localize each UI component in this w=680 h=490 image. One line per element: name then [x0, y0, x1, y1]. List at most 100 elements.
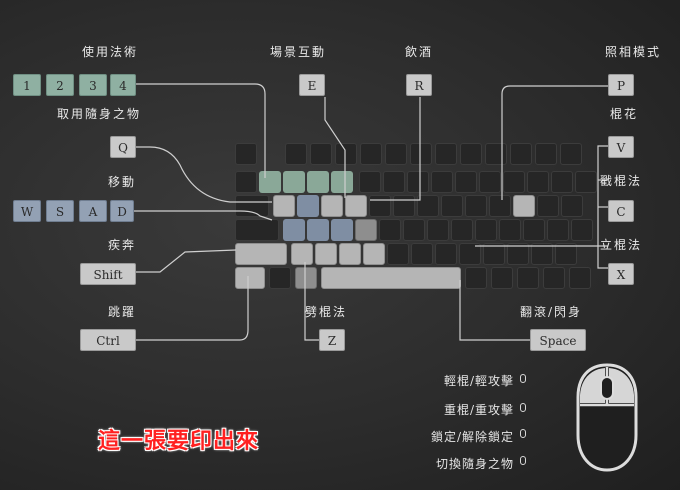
mouse-right-icon: [520, 403, 526, 412]
kb-key-highlight: [273, 195, 295, 217]
kb-key: [417, 195, 439, 217]
kb-key: [547, 219, 569, 241]
kb-key-shift: [235, 243, 287, 265]
key-e: E: [299, 74, 325, 96]
kb-key: [535, 143, 557, 165]
key-1: 1: [13, 74, 41, 96]
kb-key-number: [283, 171, 305, 193]
kb-key: [427, 219, 449, 241]
kb-key-p: [513, 195, 535, 217]
kb-key: [459, 243, 481, 265]
mouse-wheel-icon: [520, 456, 526, 465]
kb-key: [523, 219, 545, 241]
kb-key-number: [307, 171, 329, 193]
kb-key: [360, 143, 382, 165]
label-stance-smash: 劈棍法: [305, 305, 348, 319]
kb-key: [460, 143, 482, 165]
mouse-label-lock: 鎖定/解除鎖定: [430, 430, 514, 444]
kb-key: [555, 243, 577, 265]
print-banner: 這一張要印出來: [98, 429, 260, 454]
kb-key-highlight: [345, 195, 367, 217]
mouse-label-switch: 切換隨身之物: [435, 457, 514, 471]
kb-key: [465, 267, 487, 289]
kb-key: [387, 243, 409, 265]
kb-key: [483, 243, 505, 265]
kb-key-z-row: [295, 267, 317, 289]
kb-key: [315, 243, 337, 265]
kb-key-highlight: [307, 219, 329, 241]
mouse-label-heavy: 重棍/重攻擊: [443, 403, 514, 417]
key-3: 3: [79, 74, 107, 96]
key-p: P: [608, 74, 634, 96]
kb-key: [339, 243, 361, 265]
kb-key-ctrl: [235, 267, 265, 289]
label-sprint: 疾奔: [108, 238, 137, 252]
key-d: D: [110, 200, 134, 222]
key-z: Z: [319, 329, 345, 351]
kb-key: [431, 171, 453, 193]
kb-key: [575, 171, 597, 193]
kb-key: [285, 143, 307, 165]
kb-key: [531, 243, 553, 265]
key-c: C: [608, 200, 634, 222]
key-shift: Shift: [80, 263, 136, 285]
kb-key: [537, 195, 559, 217]
kb-key: [551, 171, 573, 193]
key-r: R: [406, 74, 432, 96]
kb-key: [385, 143, 407, 165]
kb-key: [269, 267, 291, 289]
kb-key: [499, 219, 521, 241]
key-2: 2: [46, 74, 74, 96]
kb-key: [507, 243, 529, 265]
mouse-icon: [576, 363, 638, 472]
kb-key: [235, 143, 257, 165]
key-q: Q: [110, 136, 136, 158]
kb-key: [407, 171, 429, 193]
key-v: V: [608, 136, 634, 158]
label-stick-flower: 棍花: [610, 107, 639, 121]
kb-key: [517, 267, 539, 289]
label-stance-stand: 立棍法: [600, 238, 643, 252]
kb-key: [543, 267, 565, 289]
label-spells: 使用法術: [82, 45, 139, 59]
kb-key: [411, 243, 433, 265]
kb-key: [475, 219, 497, 241]
mouse-middle-icon: [520, 429, 526, 438]
kb-key: [435, 143, 457, 165]
kb-key: [571, 219, 593, 241]
kb-key-highlight: [283, 219, 305, 241]
kb-key-highlight: [297, 195, 319, 217]
kb-key: [465, 195, 487, 217]
key-x: X: [608, 263, 634, 285]
kb-key: [403, 219, 425, 241]
key-ctrl: Ctrl: [80, 329, 136, 351]
kb-key: [569, 267, 591, 289]
kb-key: [441, 195, 463, 217]
kb-key: [479, 171, 501, 193]
kb-key: [435, 243, 457, 265]
kb-key: [383, 171, 405, 193]
kb-key: [561, 195, 583, 217]
label-move: 移動: [108, 175, 137, 189]
kb-key-highlight: [355, 219, 377, 241]
kb-key: [527, 171, 549, 193]
label-stance-war: 戳棍法: [600, 174, 643, 188]
kb-key: [489, 195, 511, 217]
kb-key: [235, 171, 257, 193]
label-photo-mode: 照相模式: [605, 45, 662, 59]
kb-key: [363, 243, 385, 265]
key-w: W: [13, 200, 41, 222]
mouse-label-light: 輕棍/輕攻擊: [443, 374, 514, 388]
key-s: S: [46, 200, 74, 222]
key-space: Space: [530, 329, 586, 351]
kb-key: [379, 219, 401, 241]
kb-key: [491, 267, 513, 289]
kb-key-highlight: [331, 219, 353, 241]
label-interact: 場景互動: [270, 45, 327, 59]
label-drink: 飲酒: [405, 45, 434, 59]
kb-key: [503, 171, 525, 193]
kb-key: [510, 143, 532, 165]
kb-key-space: [321, 267, 461, 289]
